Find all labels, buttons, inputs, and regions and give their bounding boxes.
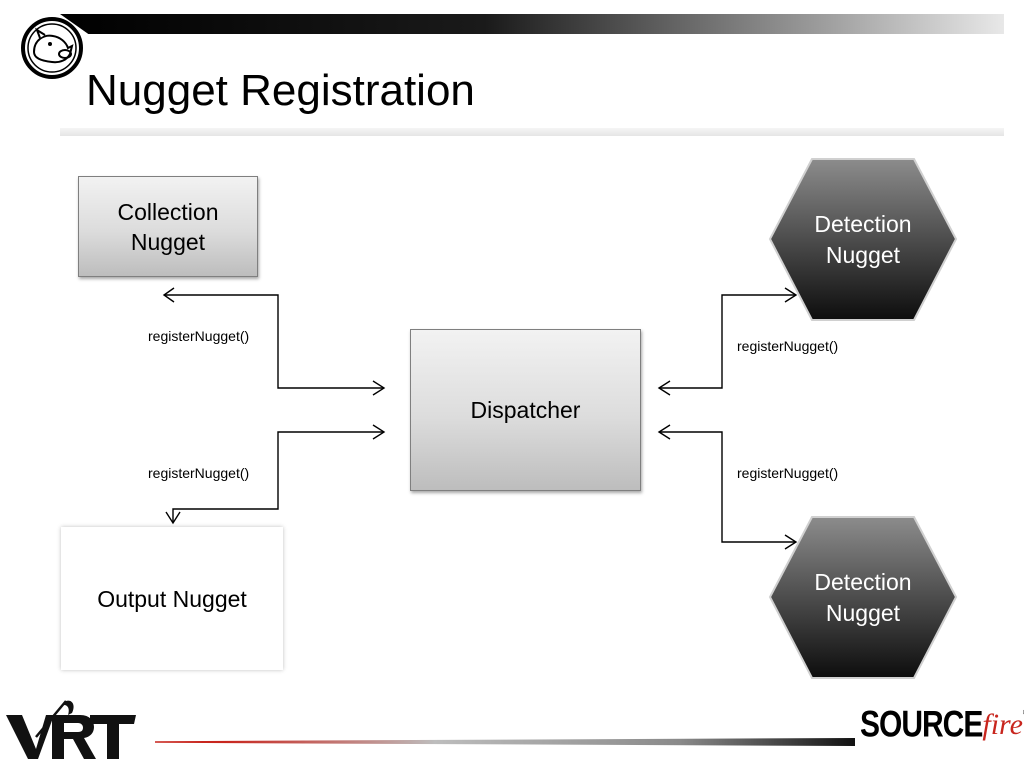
hexagon-shape <box>768 158 958 321</box>
detection-bottom-register-label: registerNugget() <box>737 465 839 481</box>
dispatcher-label: Dispatcher <box>470 397 581 423</box>
detection-nugget-bottom: Detection Nugget <box>768 515 958 680</box>
detection-nugget-top-line1: Detection <box>814 211 912 237</box>
sourcefire-logo-script: fire <box>982 708 1023 741</box>
sourcefire-logo: SOURCEfire® <box>860 704 1024 750</box>
connector-detection-top <box>660 294 795 389</box>
page-title: Nugget Registration <box>86 66 475 115</box>
collection-register-label: registerNugget() <box>148 328 250 344</box>
collection-nugget-label: Collection Nugget <box>117 198 219 255</box>
output-nugget-box: Output Nugget <box>61 527 283 670</box>
dispatcher-box: Dispatcher <box>410 329 641 491</box>
registered-mark-icon: ® <box>1023 708 1024 717</box>
hexagon-shape <box>768 516 958 679</box>
vrt-logo <box>6 700 136 759</box>
output-nugget-label: Output Nugget <box>97 585 247 612</box>
detection-nugget-bottom-line1: Detection <box>814 569 912 595</box>
footer-rule <box>155 738 855 746</box>
output-register-label: registerNugget() <box>148 465 250 481</box>
header-bar <box>60 14 1004 34</box>
connector-collection <box>165 294 383 389</box>
collection-nugget-box: Collection Nugget <box>78 176 258 277</box>
connector-detection-bottom <box>660 431 795 543</box>
detection-nugget-top: Detection Nugget <box>768 157 958 322</box>
connector-output <box>172 431 383 522</box>
detection-top-register-label: registerNugget() <box>737 338 839 354</box>
title-divider <box>60 128 1004 136</box>
sourcefire-logo-bold: SOURCE <box>860 703 983 745</box>
detection-nugget-top-line2: Nugget <box>825 242 901 268</box>
pig-mascot-icon <box>21 17 83 79</box>
detection-nugget-bottom-line2: Nugget <box>825 600 901 626</box>
